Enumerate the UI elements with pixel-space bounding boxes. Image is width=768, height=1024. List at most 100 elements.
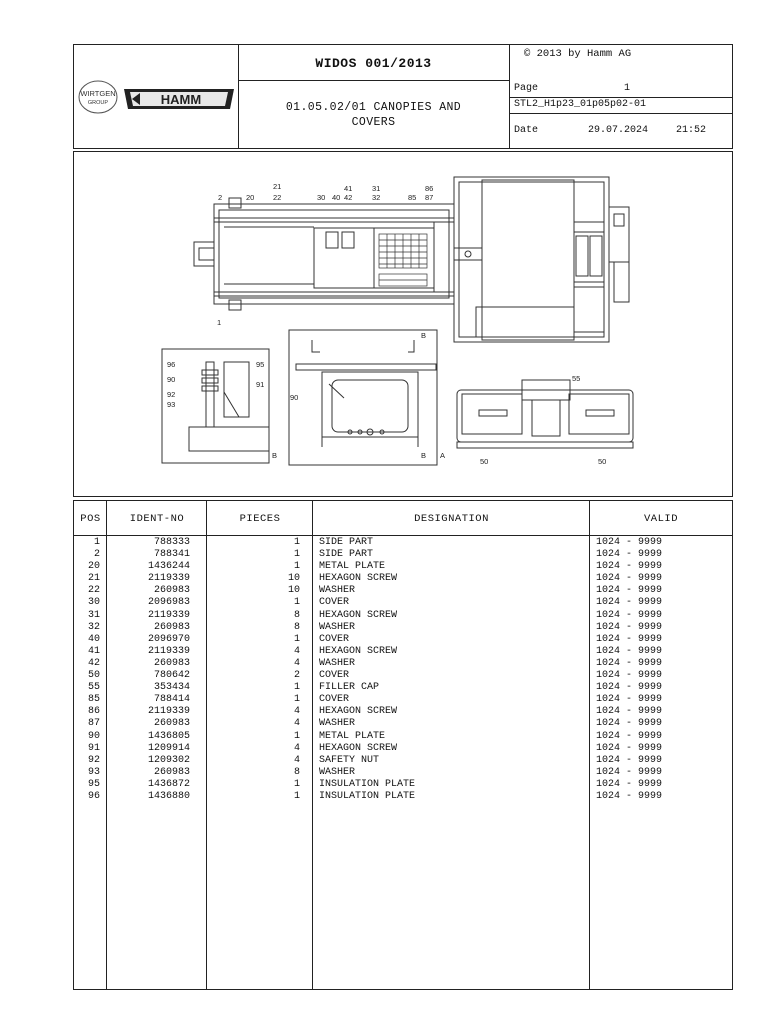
group-logo-text: GROUP [88,100,109,106]
cell-pieces: 4 [293,742,300,754]
company-logos: WIRTGEN GROUP HAMM [78,80,234,114]
section-arrow-b-bottom: B [421,451,426,460]
cell-pieces: 1 [293,597,300,609]
callout-96: 96 [167,360,175,369]
cell-pos: 21 [87,573,100,585]
wirtgen-logo-text: WIRTGEN [80,89,115,98]
header-ident: IDENT-NO [129,513,185,525]
cell-designation: WASHER [319,621,356,633]
cell-ident: 2119339 [147,609,190,621]
cell-pieces: 4 [293,657,300,669]
cell-valid: 1024 - 9999 [596,694,663,706]
cell-ident: 788341 [153,549,190,561]
top-view-cab [453,176,630,343]
cell-pos: 90 [87,730,100,742]
callout-1: 1 [217,318,221,327]
page-row: Page 1 [510,81,732,98]
cell-ident: 260983 [153,657,190,669]
cell-pos: 42 [87,657,100,669]
section-title-line1: 01.05.02/01 CANOPIES AND [285,101,462,114]
cell-designation: WASHER [319,718,356,730]
cell-valid: 1024 - 9999 [596,561,663,573]
cell-designation: SIDE PART [319,549,374,561]
callout-41: 41 [344,184,352,193]
header-designation: DESIGNATION [414,513,489,525]
callout-21: 21 [273,182,281,191]
cell-pos: 40 [87,633,100,645]
cell-valid: 1024 - 9999 [596,573,663,585]
callout-50-right: 50 [598,457,606,466]
cell-valid: 1024 - 9999 [596,597,663,609]
cell-valid: 1024 - 9999 [596,633,663,645]
hamm-logo: HAMM [124,89,234,109]
cell-designation: WASHER [319,657,356,669]
date-value: 29.07.2024 [588,125,649,136]
logo-cell: WIRTGEN GROUP HAMM [74,45,239,148]
detail-a-view [288,329,438,466]
cell-pos: 92 [87,754,100,766]
table-row: 31 2119339 8 HEXAGON SCREW 1024 - 9999 [74,610,732,622]
cell-pieces: 1 [293,549,300,561]
hamm-logo-text: HAMM [161,92,201,107]
cell-ident: 353434 [153,682,190,694]
cell-ident: 1436805 [147,730,190,742]
cell-pieces: 1 [293,633,300,645]
cell-valid: 1024 - 9999 [596,670,663,682]
cell-pieces: 1 [293,561,300,573]
cell-pos: 95 [87,778,100,790]
cell-pieces: 2 [293,670,300,682]
cell-valid: 1024 - 9999 [596,706,663,718]
callout-50-left: 50 [480,457,488,466]
cell-pieces: 1 [293,730,300,742]
cell-valid: 1024 - 9999 [596,657,663,669]
rear-view [456,379,634,449]
cell-pieces: 1 [293,790,300,802]
cell-ident: 2096970 [147,633,190,645]
cell-pos: 31 [87,609,100,621]
cell-ident: 260983 [153,621,190,633]
cell-pos: 93 [87,766,100,778]
cell-ident: 2119339 [147,645,190,657]
col-designation [313,501,590,989]
cell-ident: 780642 [153,670,190,682]
cell-valid: 1024 - 9999 [596,609,663,621]
cell-designation: HEXAGON SCREW [319,609,398,621]
cell-valid: 1024 - 9999 [596,778,663,790]
cell-pieces: 8 [293,609,300,621]
parts-table: POS IDENT-NO PIECES DESIGNATION VALID 1 7… [73,500,733,990]
callout-92: 92 [167,390,175,399]
cell-valid: 1024 - 9999 [596,682,663,694]
header-block: WIRTGEN GROUP HAMM WIDOS 001/2013 © 2013… [73,44,733,149]
callout-91: 91 [256,380,264,389]
cell-designation: HEXAGON SCREW [319,645,398,657]
cell-pos: 1 [93,537,100,548]
cell-ident: 2119339 [147,706,190,718]
exploded-drawing: 2 20 21 22 30 40 41 42 31 32 85 86 87 1 … [73,151,733,497]
cell-ident: 260983 [153,585,190,597]
cell-pos: 91 [87,742,100,754]
cell-pos: 22 [87,585,100,597]
parts-diagram: 2 20 21 22 30 40 41 42 31 32 85 86 87 1 … [161,176,634,466]
callout-90-b: 90 [167,375,175,384]
table-header: POS IDENT-NO PIECES DESIGNATION VALID [74,501,732,536]
callout-86: 86 [425,184,433,193]
cell-ident: 788333 [153,537,190,548]
cell-designation: WASHER [319,585,356,597]
top-view-chassis [193,197,455,311]
cell-ident: 1436244 [147,561,190,573]
cell-ident: 260983 [153,718,190,730]
callout-30: 30 [317,193,325,202]
cell-ident: 1209302 [147,754,190,766]
callout-93: 93 [167,400,175,409]
